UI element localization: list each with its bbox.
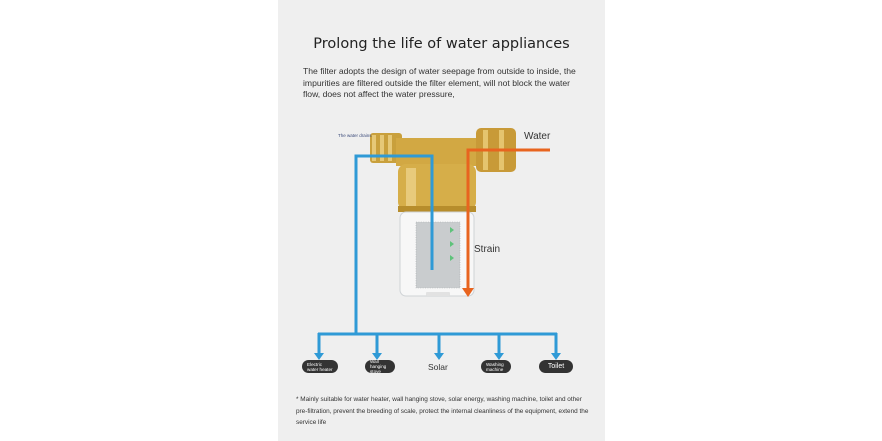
page-title: Prolong the life of water appliances [313,36,570,52]
outlet-solar: Solar [428,362,448,372]
strain-label: Strain [474,244,501,255]
brass-cap [398,164,476,210]
water-label: Water [524,131,551,142]
outlet-washing-machine: Washing machine [481,360,511,373]
water-drains-label: The water drains [338,133,372,138]
filter-flow-diagram [314,128,561,360]
outlet-arrow-icon [372,353,382,360]
outlet-wall-hanging-stove: Wall hanging stove [365,359,395,374]
strain-arrows [450,227,454,261]
description-text: The filter adopts the design of water se… [303,66,576,100]
footnote: * Mainly suitable for water heater, wall… [296,396,589,426]
filter-element [416,222,460,288]
outlet-arrow-icon [494,353,504,360]
outlet-arrow-icon [434,353,444,360]
outlet-electric-water-heater: Electric water heater [302,360,338,373]
outlet-arrow-icon [314,353,324,360]
inflow-arrow-icon [462,288,474,297]
product-panel: Prolong the life of water appliances The… [278,0,605,441]
outlet-toilet: Toilet [539,360,573,373]
outlet-arrow-icon [551,353,561,360]
filter-illustration [370,128,516,297]
outflow-path [314,154,561,360]
inflow-path [462,148,550,297]
